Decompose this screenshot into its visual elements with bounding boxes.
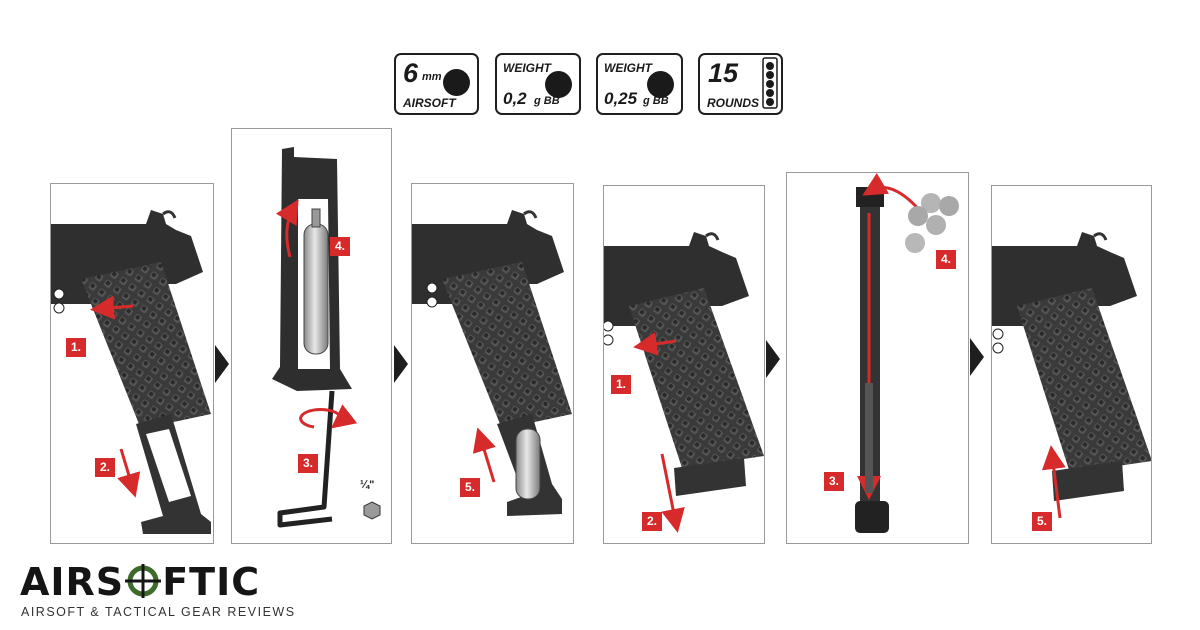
step-badge: 4. xyxy=(936,250,956,269)
weight-unit: g BB xyxy=(643,95,669,107)
pistol-illustration xyxy=(992,232,1151,519)
step-badge: 5. xyxy=(1032,512,1052,531)
panel-insert-magazine: 5. xyxy=(411,183,574,544)
pistol-illustration xyxy=(412,210,572,516)
pistol-illustration xyxy=(604,232,764,533)
bb-weight-025-badge: WEIGHT 0,25 g BB xyxy=(596,53,683,115)
step-badge: 2. xyxy=(642,512,662,531)
step-badge: 2. xyxy=(95,458,115,477)
step-badge: 1. xyxy=(611,375,631,394)
next-step-arrow-icon xyxy=(394,345,408,383)
pistol-illustration xyxy=(51,210,211,534)
step-badge: 5. xyxy=(460,478,480,497)
panel-remove-magazine-2: 1. 2. xyxy=(603,185,765,544)
panel-insert-loaded-magazine: 5. xyxy=(991,185,1152,544)
capacity-value: 15 xyxy=(708,58,739,88)
capacity-label: ROUNDS xyxy=(707,96,760,110)
weight-value: 0,25 xyxy=(604,89,638,108)
step-badge: 4. xyxy=(330,237,350,256)
tool-size-label: ¼" xyxy=(360,479,375,491)
bb-weight-02-badge: WEIGHT 0,2 g BB xyxy=(495,53,581,115)
caliber-badge: 6 mm AIRSOFT xyxy=(394,53,479,115)
panel-load-bbs: 4. 3. xyxy=(786,172,969,544)
next-step-arrow-icon xyxy=(970,338,984,376)
brand-logo: AIRS FTIC xyxy=(20,563,260,601)
panel-remove-magazine: 1. 2. xyxy=(50,183,214,544)
next-step-arrow-icon xyxy=(766,340,780,378)
caliber-unit: mm xyxy=(422,71,442,83)
magazine-rounds-icon xyxy=(762,57,778,109)
bb-dot-icon xyxy=(545,71,572,98)
bb-dot-icon xyxy=(443,69,470,96)
bb-dot-icon xyxy=(647,71,674,98)
crosshair-logo-icon xyxy=(125,564,162,598)
magazine-co2-illustration xyxy=(272,147,381,528)
weight-unit: g BB xyxy=(534,95,560,107)
step-badge: 1. xyxy=(66,338,86,357)
magazine-bb-illustration xyxy=(855,173,959,533)
brand-name-left: AIRS xyxy=(20,560,125,604)
brand-name-right: FTIC xyxy=(162,560,261,604)
weight-label: WEIGHT xyxy=(503,61,551,75)
caliber-label: AIRSOFT xyxy=(403,96,456,110)
weight-label: WEIGHT xyxy=(604,61,652,75)
next-step-arrow-icon xyxy=(215,345,229,383)
weight-value: 0,2 xyxy=(503,89,527,108)
panel-insert-co2: 4. 3. ¼" xyxy=(231,128,392,544)
brand-tagline: AIRSOFT & TACTICAL GEAR REVIEWS xyxy=(21,605,296,619)
caliber-value: 6 xyxy=(403,58,419,88)
step-badge: 3. xyxy=(298,454,318,473)
capacity-badge: 15 ROUNDS xyxy=(698,53,783,115)
step-badge: 3. xyxy=(824,472,844,491)
